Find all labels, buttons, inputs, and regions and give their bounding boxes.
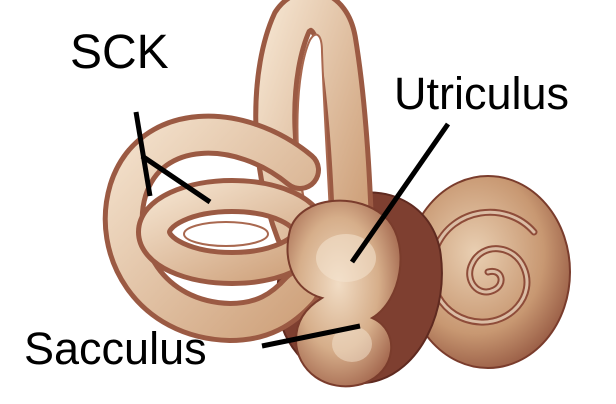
- utriculus-label: Utriculus: [394, 68, 569, 119]
- sck-label: SCK: [70, 26, 169, 79]
- sacculus-label: Sacculus: [24, 323, 207, 374]
